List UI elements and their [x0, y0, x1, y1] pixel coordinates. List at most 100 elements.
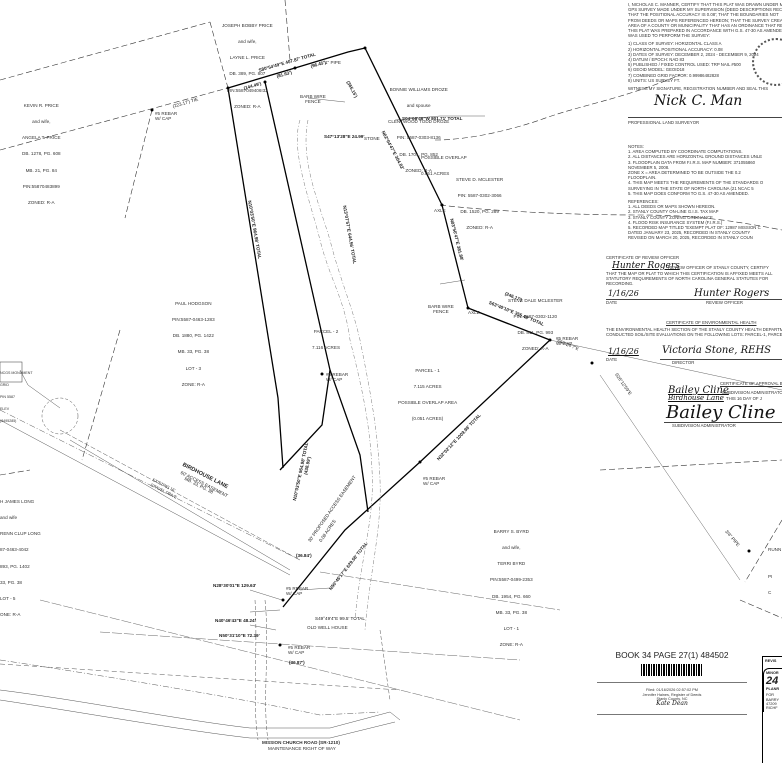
owner-line: ZONED: R-A	[28, 200, 55, 206]
approval-signature: Bailey Cline	[666, 402, 776, 423]
owner-line: and spouse	[406, 103, 431, 109]
note-item: 1. AREA COMPUTED BY COORDINATE COMPUTATI…	[628, 149, 743, 155]
notes-heading: NOTES:	[628, 144, 644, 149]
owner-line: CLENTWOOD TODD DROZE	[388, 119, 450, 125]
cert-line: CONDUCTED SOIL/SITE EVALUATIONS ON THE F…	[606, 332, 782, 338]
review-officer-body: THAT THE MAP OR PLAT TO WHICH THIS CERTI…	[606, 271, 773, 287]
env-health-heading: CERTIFICATE OF ENVIRONMENTAL HEALTH	[666, 320, 757, 325]
register-line: Jennifer Haines, Register of Deeds	[642, 692, 702, 697]
barb-wire-fence-label-2: BARB WIRE FENCE	[428, 304, 454, 315]
owner-droze: BONNIE WILLIAMS DROZE and spouse CLENTWO…	[388, 76, 449, 179]
cert-line: THE ENVIRONMENTAL HEALTH SECTION OF THE …	[606, 327, 782, 332]
bearing-droze-total: S04°08'46"W 801.71' TOTAL	[402, 116, 463, 121]
owner-line: C	[768, 590, 772, 596]
s63-boundary	[467, 307, 551, 341]
owner-line: LOT - 3	[185, 365, 202, 371]
parcel-line: PARCEL - 2	[313, 328, 339, 334]
owner-line: and wife	[0, 515, 18, 521]
for-label: FOR	[766, 693, 775, 697]
minor-label: MINOR	[766, 671, 779, 675]
note-item: ZONE X = AREA DETERMINED TO BE OUTSIDE T…	[628, 170, 741, 176]
note-item: 2. ALL DISTANCES ARE HORIZONTAL GROUND D…	[628, 154, 763, 160]
owner-line: and wife,	[238, 39, 257, 45]
approval-day-line: THIS 16 DAY OF J	[726, 396, 762, 401]
mission-church-road-label: MISSION CHURCH ROAD (SR-1210)	[262, 740, 340, 745]
owner-line: MB. 21, PG. 84	[25, 167, 57, 173]
parcel-line: POSSIBLE OVERLAP AREA	[398, 400, 458, 406]
runnels-line	[744, 519, 782, 583]
mission-row-label: MAINTENANCE RIGHT OF WAY	[268, 746, 336, 751]
owner-long: H JAMES LONG and wife RENN CLUP LONG 87-…	[0, 488, 41, 623]
byrd-boundary	[282, 339, 551, 608]
owner-line: DB. 1520, PG. 289	[460, 209, 499, 215]
owner-line: MB. 33, PG. 38	[177, 349, 210, 355]
cert-line: THAT THE MAP OR PLAT TO WHICH THIS CERTI…	[606, 271, 773, 276]
parcel-1-label: PARCEL - 1 7.115 ACRES POSSIBLE OVERLAP …	[398, 357, 457, 427]
old-well-house-label: OLD WELL HOUSE	[307, 625, 348, 630]
cert-line: RECORDING.	[606, 281, 634, 287]
reference-item: 4. FLOOD RISK INSURANCE SYSTEM (F.I.R.S.…	[628, 219, 723, 225]
revisions-label: REVIS	[765, 659, 777, 663]
bearing-n28: N28°30'01"E 129.63'	[213, 583, 257, 588]
bearing-s47: S47°13'28"E 24.99'	[324, 134, 365, 139]
references-heading: REFERENCES:	[628, 199, 659, 205]
tie-line: PIN 5587	[0, 395, 15, 399]
note-item: 4. THIS MAP MEETS THE REQUIREMENTS OF TH…	[628, 180, 764, 186]
notes-block: NOTES: 1. AREA COMPUTED BY COORDINATE CO…	[628, 144, 763, 241]
client-line: 47209	[766, 702, 777, 706]
reference-item: 3. STANLY COUNTY ZONING ORDINANCE	[628, 214, 713, 220]
parcel-line: POSSIBLE OVERLAP	[421, 154, 467, 160]
book-page-label: BOOK 34 PAGE 27(1) 484502	[615, 650, 729, 660]
note-item: FLOODPLAIN.	[628, 175, 657, 181]
env-sign-label: DIRECTOR	[672, 360, 695, 365]
owner-steve-dale-mclester: STEVE DALE MCLESTER PIN: 5587-0302-1120 …	[508, 287, 563, 357]
parcel-2-east-1	[264, 81, 331, 471]
county-line: Stanly County, NC	[656, 697, 688, 702]
review-sign-rule	[606, 299, 782, 300]
cert-item: 2) HORIZONTAL POSITIONAL ACCURACY: 0.08	[628, 46, 723, 52]
mclester-line	[439, 204, 782, 231]
filed-line: Filed: 01/16/2026 02:57:02 PM	[646, 688, 698, 692]
hodgson-west-line	[124, 109, 153, 219]
monument-rebar-kevin: #5 REBAR W/ CAP	[155, 111, 178, 122]
note-item: NOVEMBER 5, 2008.	[628, 164, 670, 170]
monument-pipe: 1" PIPE	[325, 60, 341, 65]
byrd-east-line	[599, 459, 782, 471]
review-officer-date: 1/16/26	[608, 289, 639, 298]
owner-line: PIN:5587-0499-2353	[490, 577, 533, 583]
surveyor-certificate: I, NICHOLAS C. MANNER, CERTIFY THAT THIS…	[628, 2, 782, 91]
owner-line: BONNIE WILLIAMS DROZE	[389, 86, 448, 92]
env-date-label: DATE	[606, 357, 618, 362]
owner-line: MB. 33, PG. 38	[495, 609, 528, 615]
reference-item: 2. STANLY COUNTY ON-LINE G.I.S. TAX MAP	[628, 209, 719, 215]
parcel-line: 0.051 ACRES	[421, 171, 450, 177]
review-date-label: DATE	[606, 300, 618, 305]
owner-line: 87-0463-4042	[0, 547, 29, 553]
parcel-line: PARCEL - 1	[415, 367, 440, 373]
owner-line: and wife,	[32, 119, 51, 125]
cert-line: THIS PLAT WAS PREPARED IN ACCORDANCE WIT…	[628, 28, 782, 34]
owner-line: ZONED: R-A	[466, 225, 493, 231]
droze-boundary	[364, 47, 443, 206]
overlap-label: POSSIBLE OVERLAP 0.051 ACRES	[421, 144, 467, 182]
reference-item: 1. ALL DEEDS OR MAPS SHOWN HEREON.	[628, 204, 716, 210]
parcel-1-inner	[329, 369, 369, 513]
cert-item: 1) CLASS OF SURVEY: HORIZONTAL CLASS A	[628, 41, 722, 47]
owner-line: ZONE: R-A	[181, 381, 205, 387]
client-line: RICHF	[766, 706, 778, 710]
owner-line: STEVE D. MCLESTER	[456, 176, 504, 182]
barb-wire-fence-label: BARB WIRE FENCE	[300, 94, 326, 105]
runnels-east	[739, 599, 782, 619]
owner-line: ZONE: R-A	[499, 642, 523, 648]
tie-line: NCGS MONUMENT	[0, 371, 33, 375]
owner-steve-d-mclester: STEVE D. MCLESTER PIN: 5587-0302-3066 DB…	[456, 166, 503, 236]
review-sign-label: REVIEW OFFICER	[706, 300, 744, 305]
owner-kevin-price: KEVIN R. PRICE and wife, ANGELA T. PRICE…	[22, 92, 61, 211]
owner-line: ONE: R-A	[0, 612, 21, 618]
owner-byrd: BARRY S. BYRD and wife, TERRI BYRD PIN:5…	[490, 518, 533, 653]
owner-line: JOSEPH BOBBY PRICE	[222, 22, 273, 28]
owner-line: RENN CLUP LONG	[0, 531, 41, 537]
parcel-line: 7.115 ACRES	[413, 384, 442, 390]
cert-line: I, NICHOLAS C. MANNER, CERTIFY THAT THIS…	[628, 2, 782, 7]
tie-line: (8495285)	[0, 419, 17, 423]
